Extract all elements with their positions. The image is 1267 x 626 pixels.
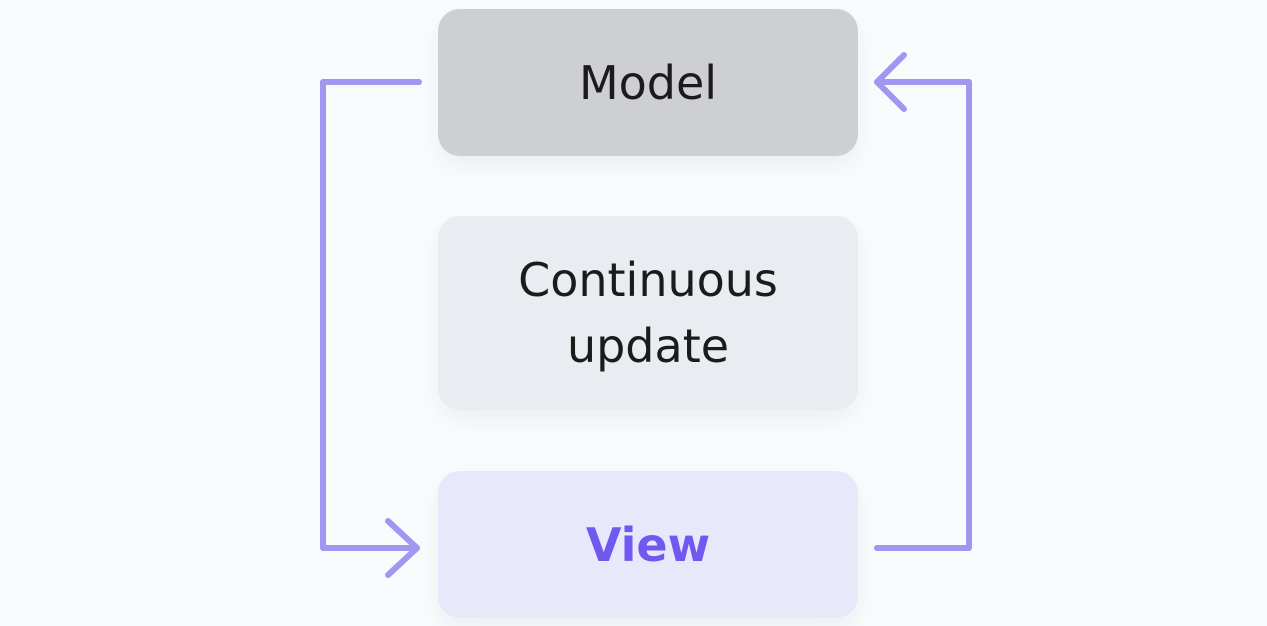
model-label: Model	[578, 55, 718, 110]
view-label: View	[585, 517, 711, 572]
model-node: Model	[438, 9, 858, 156]
edge-view-to-model	[874, 79, 972, 551]
continuous-update-label: Continuous update	[518, 253, 778, 373]
edge-model-to-view	[320, 79, 422, 551]
arrowhead-into-model	[874, 52, 907, 112]
view-node: View	[438, 471, 858, 618]
arrowhead-into-view	[385, 518, 420, 578]
continuous-update-node: Continuous update	[438, 216, 858, 410]
